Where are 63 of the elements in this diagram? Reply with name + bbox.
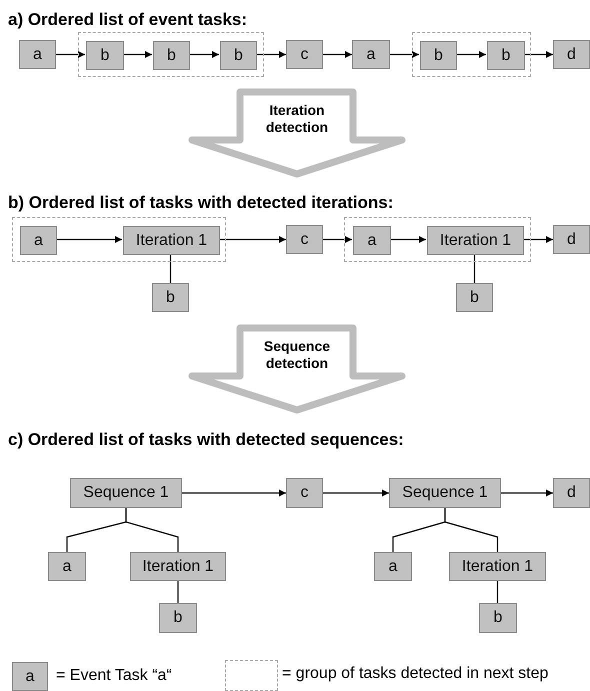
arrow xyxy=(390,236,426,243)
task-box: Sequence 1 xyxy=(70,478,182,508)
task-box: b xyxy=(420,41,457,70)
task-box: a xyxy=(352,40,390,69)
arrow-label: Iteration detection xyxy=(264,102,330,136)
block-arrow xyxy=(187,88,407,178)
task-box: Iteration 1 xyxy=(123,226,220,255)
task-box: b xyxy=(220,41,257,70)
task-box: d xyxy=(553,40,590,69)
connector-line xyxy=(125,508,179,552)
sample-letter: a xyxy=(26,668,34,686)
connector-line xyxy=(496,581,498,603)
group-box xyxy=(78,32,264,77)
group-box xyxy=(12,217,226,262)
task-box: b xyxy=(487,41,525,70)
task-box: c xyxy=(286,478,323,508)
arrow xyxy=(501,490,553,496)
section-heading: a) Ordered list of event tasks: xyxy=(8,10,248,30)
task-box: d xyxy=(553,225,590,254)
arrow xyxy=(56,51,85,58)
arrow xyxy=(182,490,286,496)
task-box: b xyxy=(479,603,517,633)
connector-line xyxy=(170,254,172,283)
task-box: b xyxy=(456,283,493,312)
task-box: b xyxy=(152,283,189,312)
group-box xyxy=(412,32,531,77)
section-heading: c) Ordered list of tasks with detected sequences: xyxy=(8,430,404,450)
arrow xyxy=(323,236,352,243)
task-box: b xyxy=(159,603,197,633)
arrow xyxy=(323,51,352,58)
legend-text: = group of tasks detected in next step xyxy=(282,665,548,683)
task-box: a xyxy=(48,552,86,581)
arrow-label: Sequence detection xyxy=(262,338,332,372)
arrow xyxy=(56,236,122,243)
task-box: a xyxy=(20,226,57,255)
task-box: Iteration 1 xyxy=(427,226,524,255)
legend-text: = Event Task “a“ xyxy=(56,667,172,685)
task-box: Iteration 1 xyxy=(449,552,546,581)
arrow xyxy=(189,51,219,58)
arrow xyxy=(323,490,389,496)
task-box: a xyxy=(19,40,56,69)
arrow xyxy=(123,51,152,58)
arrow xyxy=(456,51,486,58)
task-box: c xyxy=(286,40,323,69)
task-box: a xyxy=(353,226,391,255)
task-box: b xyxy=(153,41,190,70)
arrow xyxy=(256,51,286,58)
task-box: Sequence 1 xyxy=(389,478,501,508)
task-box: Iteration 1 xyxy=(130,552,226,581)
arrow xyxy=(524,51,553,58)
connector-line xyxy=(177,581,179,603)
section-heading: b) Ordered list of tasks with detected iterations: xyxy=(8,193,394,213)
group-box xyxy=(344,217,531,262)
task-box: c xyxy=(286,225,323,254)
block-arrow xyxy=(187,324,407,414)
task-box: a xyxy=(374,552,412,581)
connector-line xyxy=(444,508,498,552)
arrow xyxy=(219,236,286,243)
arrow xyxy=(523,236,553,243)
arrow xyxy=(390,51,419,58)
connector-line xyxy=(474,254,476,283)
task-box: d xyxy=(553,478,590,508)
task-box: b xyxy=(86,41,124,70)
